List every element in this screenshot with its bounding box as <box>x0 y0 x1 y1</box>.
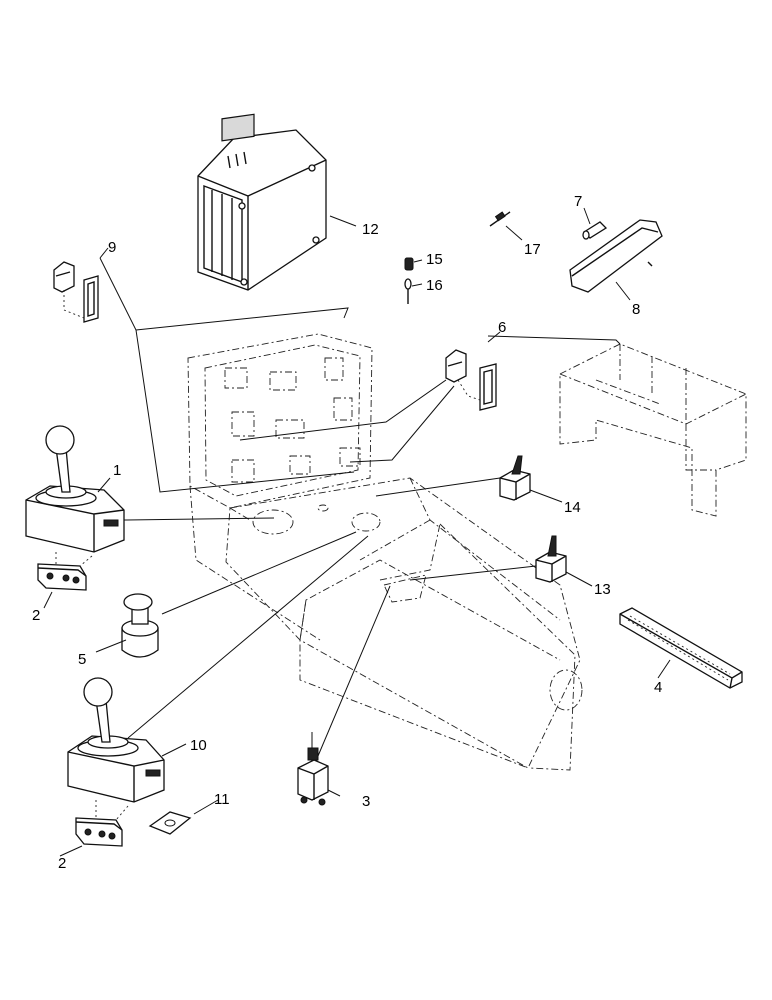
callout-labels: 1 2 2 3 4 5 6 7 8 9 10 11 12 13 14 15 16… <box>32 193 662 872</box>
callout-2-lower: 2 <box>58 855 66 872</box>
callout-leaders <box>43 207 671 857</box>
callout-17: 17 <box>524 241 541 258</box>
callout-9: 9 <box>108 239 116 256</box>
callout-4: 4 <box>654 679 662 696</box>
toggle-switch-part-13 <box>535 535 567 583</box>
key-switch-part-3 <box>297 747 329 806</box>
callout-12: 12 <box>362 221 379 238</box>
light-cover-part-8 <box>569 219 663 293</box>
gasket-part-11 <box>148 811 192 835</box>
callout-6: 6 <box>498 319 506 336</box>
callout-16: 16 <box>426 277 443 294</box>
rocker-switch-part-9 <box>53 261 99 323</box>
side-bracket <box>559 343 747 517</box>
callout-5: 5 <box>78 651 86 668</box>
bulb-part-16 <box>404 278 412 304</box>
microswitch-part-2-lower <box>75 800 129 847</box>
microswitch-part-2-upper <box>37 552 93 591</box>
callout-11: 11 <box>214 791 230 808</box>
lamp-part-7 <box>582 221 608 240</box>
fuse-part-17 <box>489 211 511 227</box>
callout-14: 14 <box>564 499 581 516</box>
rocker-switch-part-6 <box>445 349 497 411</box>
console-frame <box>187 333 583 771</box>
callout-2-upper: 2 <box>32 607 40 624</box>
push-button-part-5 <box>121 593 159 658</box>
joystick-part-1 <box>25 425 125 553</box>
lamp-part-15 <box>404 257 414 271</box>
callout-8: 8 <box>632 301 640 318</box>
callout-15: 15 <box>426 251 443 268</box>
callout-3: 3 <box>362 793 370 810</box>
joystick-part-10 <box>67 677 165 803</box>
callout-1: 1 <box>113 462 121 479</box>
callout-13: 13 <box>594 581 611 598</box>
leader-lines <box>99 257 621 757</box>
control-box-part-12 <box>197 113 327 291</box>
toggle-switch-part-14 <box>499 455 531 501</box>
callout-10: 10 <box>190 737 207 754</box>
callout-7: 7 <box>574 193 582 210</box>
terminal-strip-part-4 <box>619 607 743 689</box>
